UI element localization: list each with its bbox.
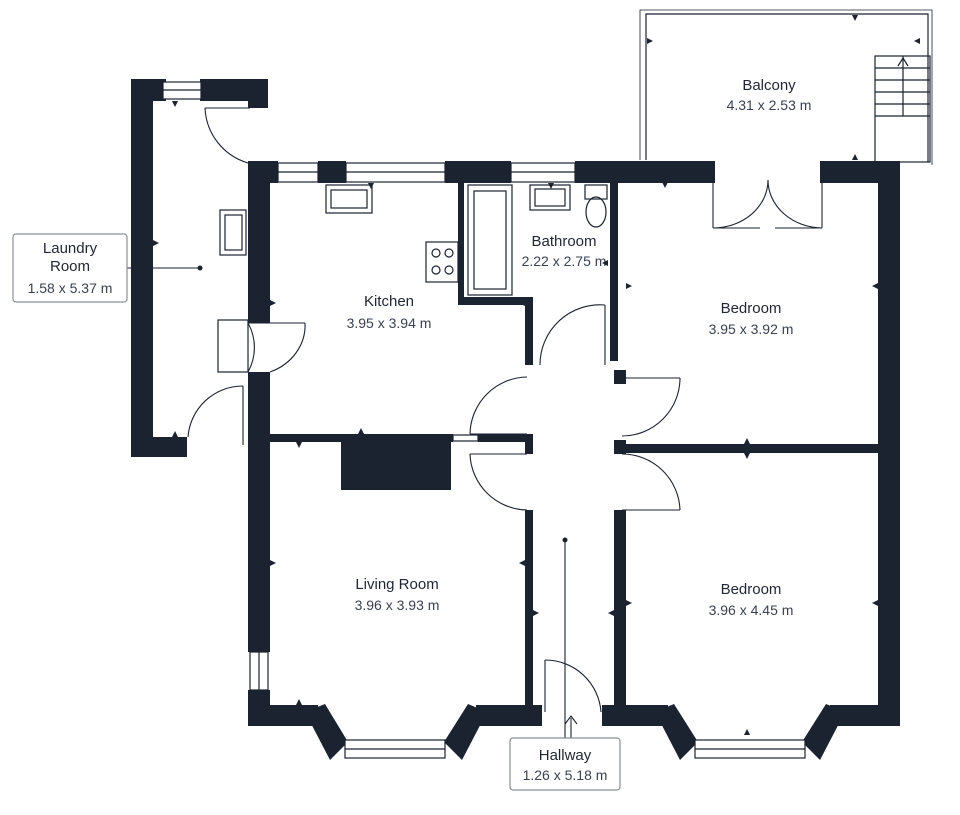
laundry-room-walls — [131, 79, 268, 457]
room-label-kitchen: Kitchen 3.95 x 3.94 m — [347, 293, 432, 331]
callout-lines — [127, 265, 568, 738]
laundry-dims: 1.58 x 5.37 m — [28, 280, 113, 296]
kitchen-dims: 3.95 x 3.94 m — [347, 315, 432, 331]
hallway-callout: Hallway 1.26 x 5.18 m — [509, 737, 621, 791]
living-room-dims: 3.96 x 3.93 m — [355, 597, 440, 613]
bathroom-fixtures — [467, 184, 608, 366]
bedroom-1-dims: 3.95 x 3.92 m — [709, 321, 794, 337]
hallway-name: Hallway — [539, 747, 592, 764]
doors — [217, 179, 823, 713]
room-label-bedroom-2: Bedroom 3.96 x 4.45 m — [709, 581, 794, 618]
measurement-ticks — [153, 15, 920, 735]
laundry-room-callout: Laundry Room 1.58 x 5.37 m — [12, 233, 128, 303]
hallway-dims: 1.26 x 5.18 m — [523, 767, 608, 783]
bedroom-1-name: Bedroom — [721, 300, 782, 317]
balcony — [639, 9, 933, 165]
room-label-bedroom-1: Bedroom 3.95 x 3.92 m — [709, 300, 794, 337]
bedroom-2-dims: 3.96 x 4.45 m — [709, 602, 794, 618]
main-walls — [248, 161, 900, 760]
bathroom-dims: 2.22 x 2.75 m — [522, 253, 607, 269]
bathroom-name: Bathroom — [531, 233, 596, 250]
kitchen-name: Kitchen — [364, 293, 414, 310]
room-label-bathroom: Bathroom 2.22 x 2.75 m — [522, 233, 607, 269]
balcony-name: Balcony — [742, 77, 796, 94]
entry-arrow-icon — [564, 715, 578, 738]
balcony-stairs — [874, 55, 931, 163]
living-room-name: Living Room — [355, 576, 438, 593]
room-label-living: Living Room 3.96 x 3.93 m — [355, 576, 440, 613]
laundry-name-line2: Room — [50, 258, 90, 275]
balcony-dims: 4.31 x 2.53 m — [727, 97, 812, 113]
room-label-balcony: Balcony 4.31 x 2.53 m — [727, 77, 812, 113]
laundry-name-line1: Laundry — [43, 240, 98, 257]
bedroom-2-name: Bedroom — [721, 581, 782, 598]
kitchen-fixtures — [325, 184, 459, 283]
